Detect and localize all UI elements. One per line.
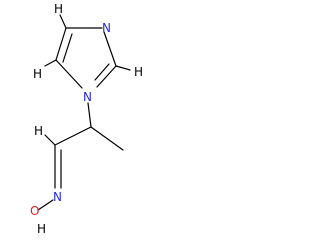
bond-c4-h: [59, 14, 67, 29]
molecule-structure: H H N H N H N O H: [30, 2, 143, 236]
atom-n-ring-1: N: [83, 90, 92, 104]
atom-h-ch: H: [34, 124, 43, 138]
bond-c4-c5: [55, 27, 67, 61]
atom-h-c4: H: [54, 2, 63, 16]
atom-h-o: H: [37, 222, 46, 236]
bond-n3-c2: [103, 31, 117, 67]
bond-c2-n1-inner: [94, 63, 110, 81]
bonds: [37, 14, 131, 211]
atom-n-oxime: N: [53, 190, 62, 204]
bond-cmethine-cimine: [54, 126, 92, 146]
bond-c2-h: [115, 65, 131, 71]
bond-n1-cmethine: [87, 102, 92, 128]
bond-n1-c5: [55, 59, 83, 89]
bond-cimine-h: [44, 134, 56, 146]
bond-c5-h: [44, 59, 57, 67]
bond-cmethine-cmethyl: [90, 126, 124, 151]
atom-n-ring-3: N: [102, 21, 111, 35]
atom-o-oxime: O: [30, 204, 39, 218]
atom-h-c2: H: [134, 65, 143, 79]
bond-c2-n1: [96, 65, 117, 88]
atom-h-c5: H: [33, 67, 42, 81]
bond-n-o: [37, 199, 54, 211]
atom-labels: H H N H N H N O H: [30, 2, 143, 236]
bond-c4-c5-inner: [62, 33, 73, 63]
